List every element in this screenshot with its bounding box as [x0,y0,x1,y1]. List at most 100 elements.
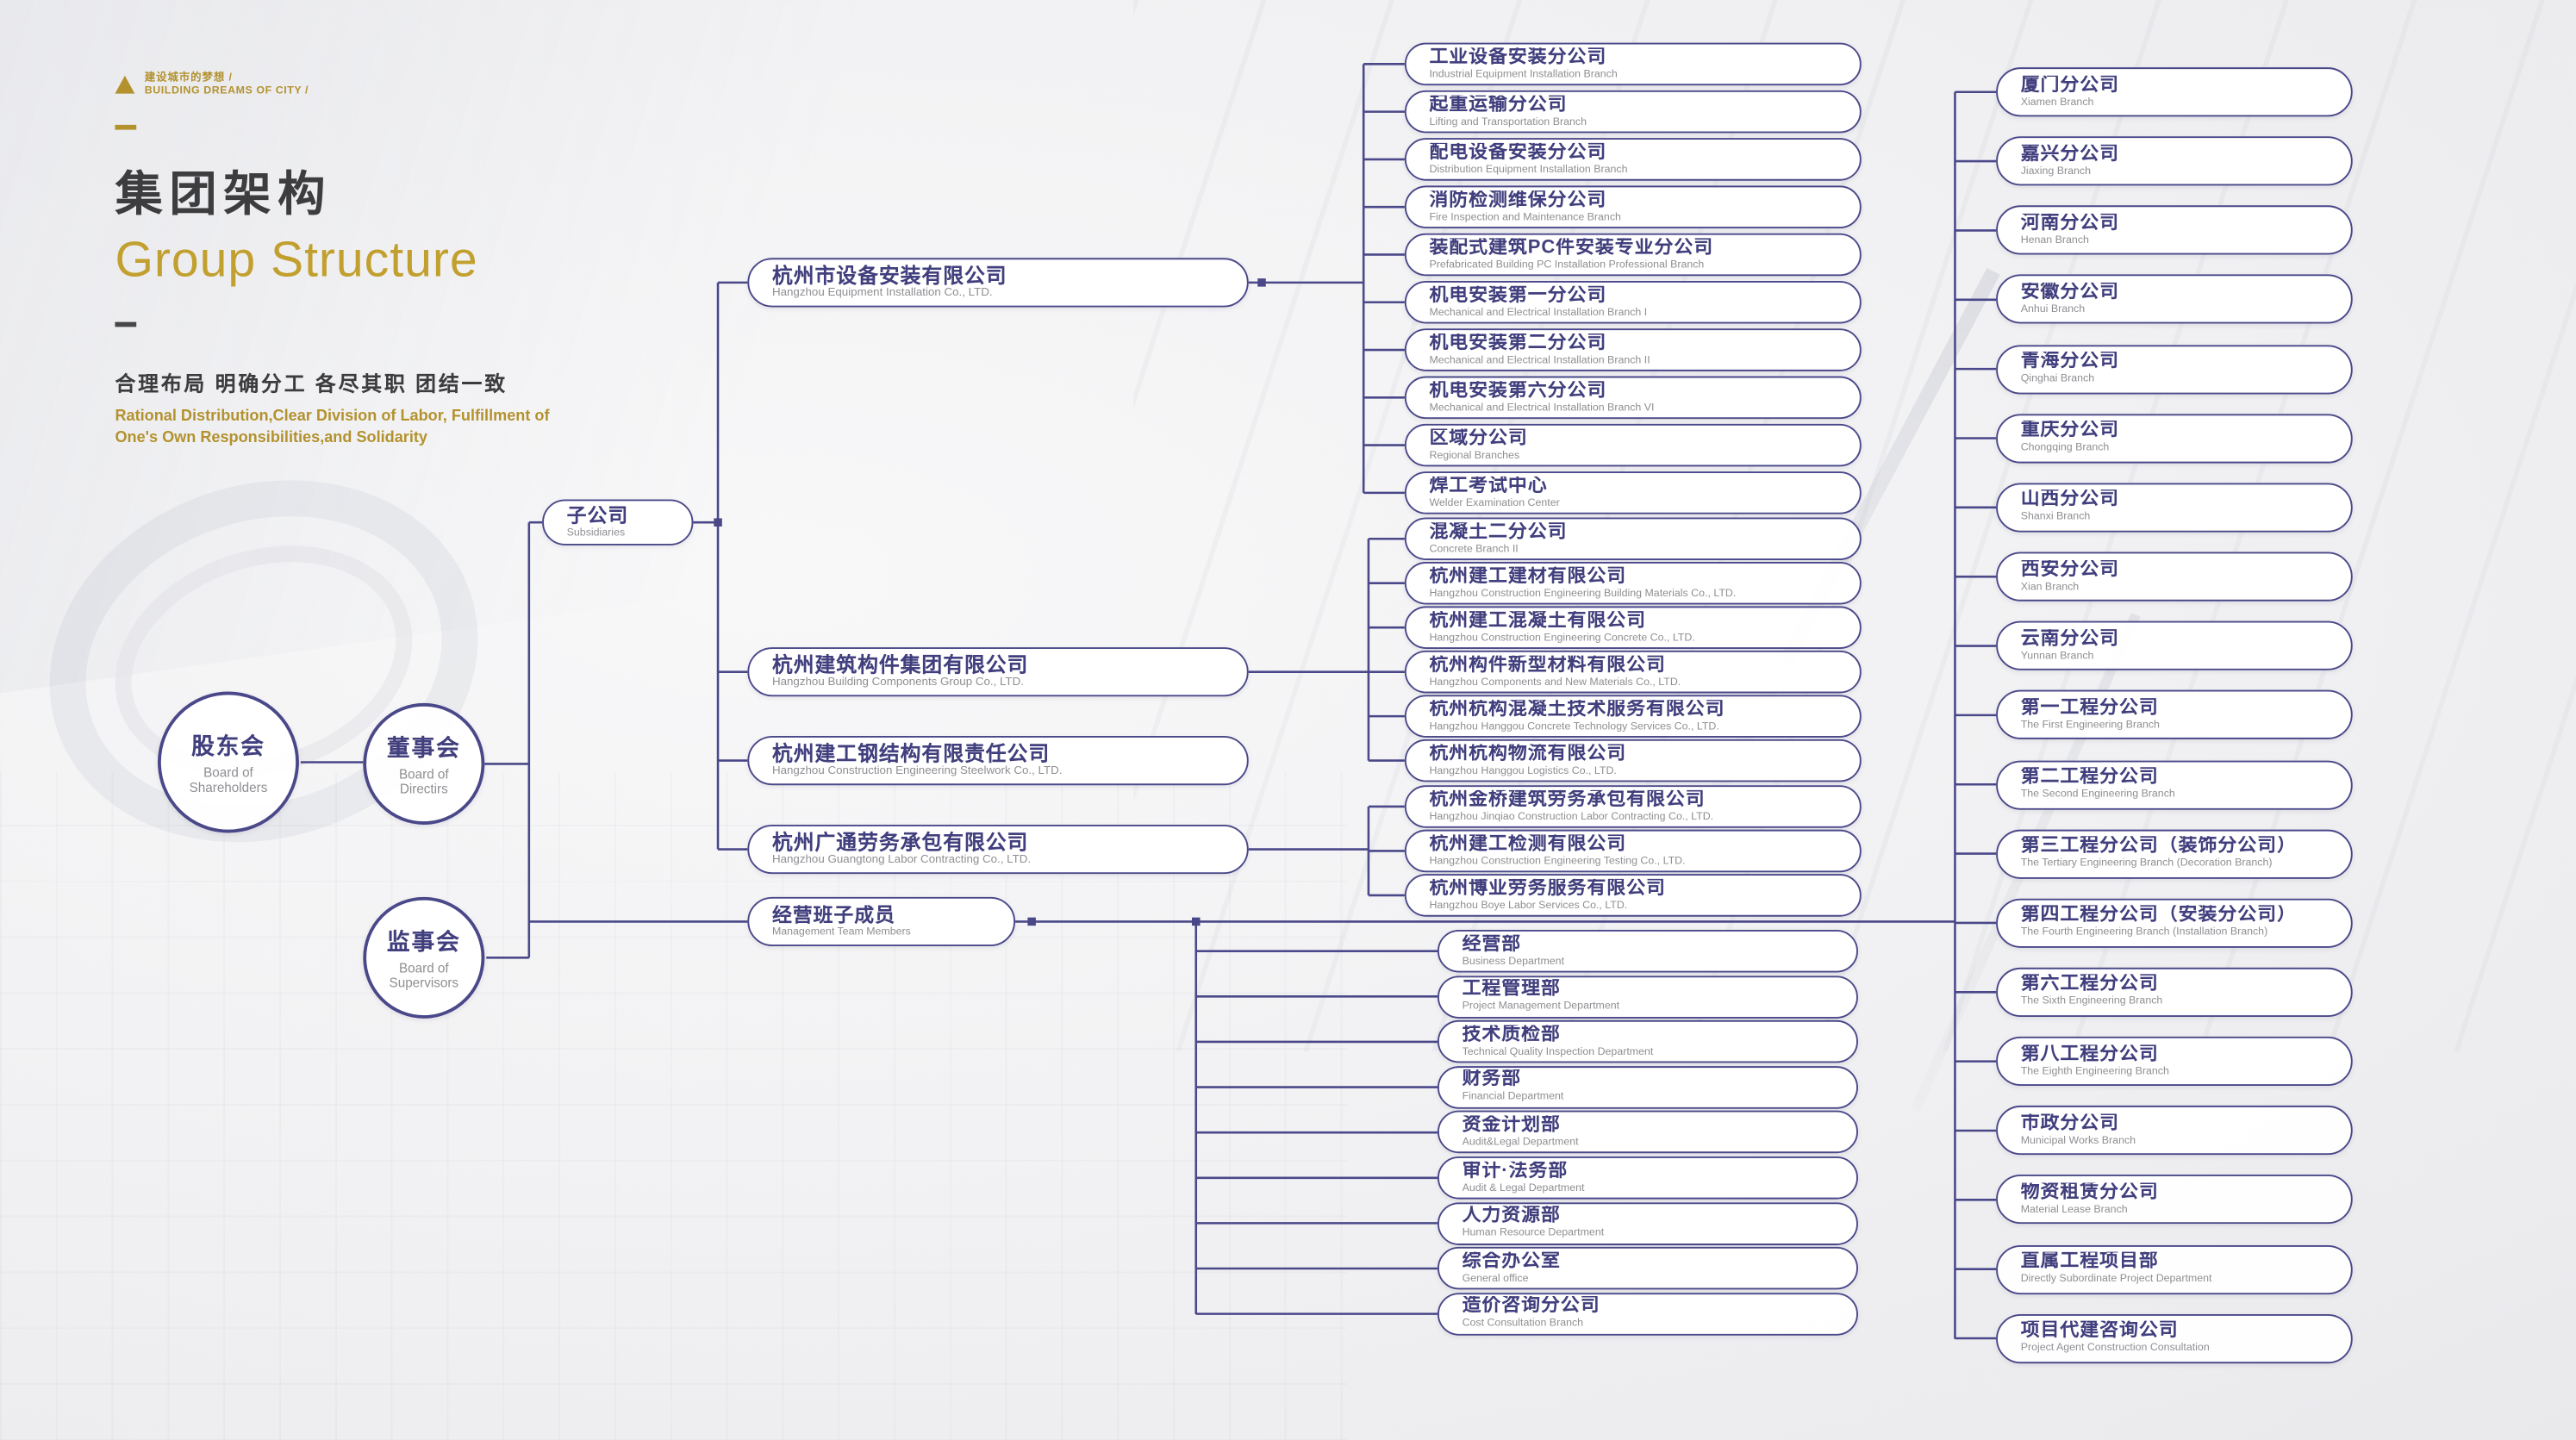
node-board-of-shareholders: 股东会 Board of Shareholders [158,691,299,833]
node-title-en: The Sixth Engineering Branch [2020,996,2163,1008]
node-title-cn: 子公司 [566,505,629,527]
node-title-cn: 重庆分公司 [2020,421,2120,441]
node-title-en: Lifting and Transportation Branch [1429,115,1587,128]
node-title-cn: 第二工程分公司 [2020,767,2159,788]
node-title-en: Cost Consultation Branch [1462,1318,1584,1330]
node-title-en: Concrete Branch II [1429,543,1519,555]
node-steelwork-co: 杭州建工钢结构有限责任公司 Hangzhou Construction Engi… [747,736,1249,786]
node-title-cn: 第一工程分公司 [2020,697,2159,718]
regional-branch-node: 安徽分公司 Anhui Branch [1996,275,2353,325]
node-title-en: Anhui Branch [2020,303,2086,315]
node-building-components-group: 杭州建筑构件集团有限公司 Hangzhou Building Component… [747,647,1249,697]
org-branch-node: 机电安装第二分公司 Mechanical and Electrical Inst… [1404,328,1862,371]
node-title-cn: 物资租赁分公司 [2020,1182,2159,1203]
dark-dash [115,321,137,327]
node-title-cn: 区域分公司 [1429,427,1528,448]
node-title-cn: 直属工程项目部 [2020,1251,2159,1272]
node-title-en: Mechanical and Electrical Installation B… [1429,353,1650,366]
node-title-en: Directly Subordinate Project Department [2020,1273,2212,1285]
node-management-team: 经营班子成员 Management Team Members [747,896,1016,946]
node-title-cn: 经营部 [1462,933,1522,954]
regional-branch-node: 西安分公司 Xian Branch [1996,552,2353,602]
regional-branch-node: 第六工程分公司 The Sixth Engineering Branch [1996,967,2353,1017]
node-title-cn: 云南分公司 [2020,628,2120,649]
department-node: 技术质检部 Technical Quality Inspection Depar… [1437,1020,1858,1063]
regional-branch-node: 物资租赁分公司 Material Lease Branch [1996,1175,2353,1225]
org-branch-node: 工业设备安装分公司 Industrial Equipment Installat… [1404,42,1862,86]
org-branch-node: 区域分公司 Regional Branches [1404,423,1862,467]
node-title-en: Financial Department [1462,1091,1564,1103]
regional-branch-node: 重庆分公司 Chongqing Branch [1996,413,2353,464]
node-title-en: General office [1462,1272,1529,1285]
node-title-cn: 焊工考试中心 [1429,475,1548,496]
node-title-en: Shanxi Branch [2020,511,2091,523]
node-title-cn: 杭州建工混凝土有限公司 [1429,610,1647,631]
node-title-cn: 杭州广通劳务承包有限公司 [771,831,1029,854]
slogan-cn: 合理布局 明确分工 各尽其职 团结一致 [115,372,508,396]
department-node: 审计·法务部 Audit & Legal Department [1437,1156,1858,1200]
node-title-en: Hangzhou Building Components Group Co., … [771,676,1024,689]
node-title-en: Distribution Equipment Installation Bran… [1429,163,1628,176]
department-node: 财务部 Financial Department [1437,1065,1858,1109]
node-title-cn: 山西分公司 [2020,489,2120,510]
regional-branch-node: 嘉兴分公司 Jiaxing Branch [1996,136,2353,186]
department-node: 资金计划部 Audit&Legal Department [1437,1111,1858,1154]
org-branch-node: 杭州博业劳务服务有限公司 Hangzhou Boye Labor Service… [1404,874,1862,917]
node-title-en: Project Agent Construction Consultation [2020,1342,2210,1355]
regional-branch-node: 项目代建咨询公司 Project Agent Construction Cons… [1996,1313,2353,1363]
node-title-en: Prefabricated Building PC Installation P… [1429,259,1705,271]
node-title-cn: 河南分公司 [2020,213,2120,234]
node-title-cn: 工程管理部 [1462,979,1561,1000]
node-title-cn: 杭州建工钢结构有限责任公司 [771,742,1051,765]
org-branch-node: 杭州杭构物流有限公司 Hangzhou Hanggou Logistics Co… [1404,739,1862,782]
node-title-en: Board of Directirs [398,766,449,797]
org-branch-node: 装配式建筑PC件安装专业分公司 Prefabricated Building P… [1404,233,1862,277]
node-title-cn: 杭州构件新型材料有限公司 [1429,654,1666,675]
regional-branch-node: 第四工程分公司（安装分公司） The Fourth Engineering Br… [1996,898,2353,948]
node-title-en: Board of Shareholders [189,764,268,795]
org-branch-node: 配电设备安装分公司 Distribution Equipment Install… [1404,138,1862,181]
node-title-cn: 杭州杭构混凝土技术服务有限公司 [1429,699,1725,719]
node-title-cn: 审计·法务部 [1462,1160,1569,1181]
node-title-en: Fire Inspection and Maintenance Branch [1429,210,1621,223]
node-title-en: Jiaxing Branch [2020,165,2091,178]
node-title-en: Management Team Members [771,926,911,938]
node-title-cn: 第六工程分公司 [2020,975,2159,995]
regional-branch-node: 第三工程分公司（装饰分公司） The Tertiary Engineering … [1996,828,2353,879]
title-block: 建设城市的梦想 / BUILDING DREAMS OF CITY / 集团架构… [115,72,673,449]
node-title-en: Regional Branches [1429,449,1520,461]
node-title-en: Audit & Legal Department [1462,1181,1585,1194]
node-title-cn: 技术质检部 [1462,1024,1561,1044]
node-title-en: Subsidiaries [566,526,626,539]
node-title-cn: 杭州建筑构件集团有限公司 [771,653,1029,676]
brand-tagline-en: BUILDING DREAMS OF CITY / [144,85,309,97]
regional-branch-node: 市政分公司 Municipal Works Branch [1996,1106,2353,1156]
node-title-en: Welder Examination Center [1429,496,1560,508]
department-node: 人力资源部 Human Resource Department [1437,1201,1858,1245]
node-title-cn: 机电安装第六分公司 [1429,380,1607,401]
node-title-cn: 杭州金桥建筑劳务承包有限公司 [1429,789,1706,809]
node-title-cn: 杭州杭构物流有限公司 [1429,743,1627,764]
node-title-cn: 机电安装第一分公司 [1429,284,1607,305]
node-title-cn: 机电安装第二分公司 [1429,333,1607,352]
regional-branch-node: 厦门分公司 Xiamen Branch [1996,67,2353,117]
node-subsidiaries: 子公司 Subsidiaries [542,499,694,545]
node-title-cn: 董事会 [386,733,461,760]
node-title-cn: 工业设备安装分公司 [1429,47,1607,67]
node-title-en: Henan Branch [2020,234,2089,246]
org-branch-node: 机电安装第六分公司 Mechanical and Electrical Inst… [1404,376,1862,420]
node-title-cn: 财务部 [1462,1069,1522,1090]
node-title-en: Hangzhou Jinqiao Construction Labor Cont… [1429,810,1714,823]
node-title-en: Industrial Equipment Installation Branch [1429,68,1618,80]
regional-branch-node: 云南分公司 Yunnan Branch [1996,620,2353,671]
node-title-cn: 青海分公司 [2020,352,2120,371]
org-branch-node: 杭州金桥建筑劳务承包有限公司 Hangzhou Jinqiao Construc… [1404,785,1862,828]
node-title-cn: 起重运输分公司 [1429,94,1568,115]
node-title-en: The Fourth Engineering Branch (Installat… [2020,926,2268,939]
node-title-cn: 市政分公司 [2020,1113,2120,1133]
node-title-en: Municipal Works Branch [2020,1134,2136,1147]
node-title-en: Hangzhou Construction Engineering Concre… [1429,631,1695,644]
org-branch-node: 杭州构件新型材料有限公司 Hangzhou Components and New… [1404,650,1862,694]
